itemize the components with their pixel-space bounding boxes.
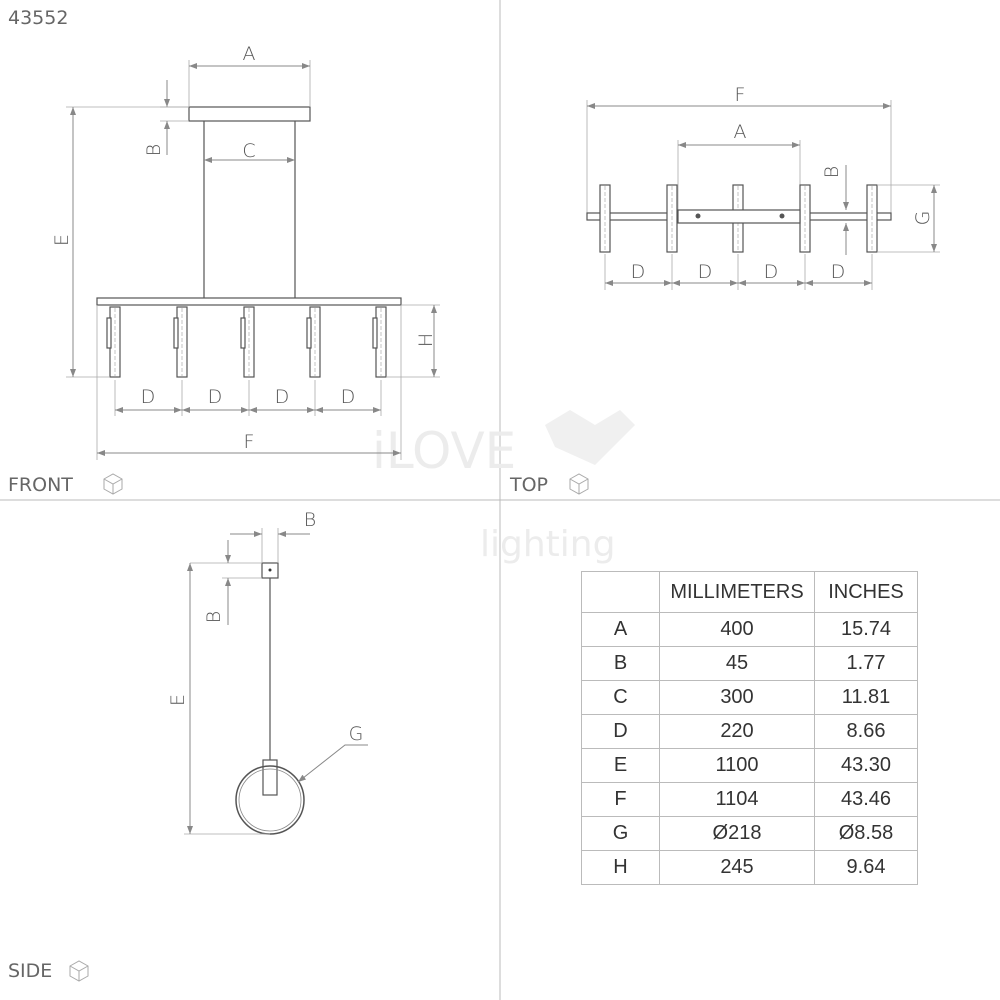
value-inches: 1.77 xyxy=(814,646,918,681)
view-label-front: FRONT xyxy=(8,474,73,496)
row-key: H xyxy=(581,850,660,885)
watermark-text: iLOVE xyxy=(372,422,516,480)
header-inches: INCHES xyxy=(814,571,918,613)
value-mm: 1104 xyxy=(659,782,815,817)
row-key: D xyxy=(581,714,660,749)
row-key: G xyxy=(581,816,660,851)
canopy xyxy=(188,106,311,122)
dim-label-d: D xyxy=(275,386,290,408)
dim-label-f: F xyxy=(735,84,746,106)
bar xyxy=(96,297,402,306)
dim-label-g: G xyxy=(912,211,934,226)
dim-label-h: H xyxy=(415,333,437,347)
dim-label-f: F xyxy=(244,431,255,453)
value-mm: 45 xyxy=(659,646,815,681)
value-mm: 1100 xyxy=(659,748,815,783)
dim-label-e: E xyxy=(51,234,73,246)
row-key: B xyxy=(581,646,660,681)
pendant-lamp xyxy=(372,306,387,378)
canopy xyxy=(677,209,801,224)
dim-label-e: E xyxy=(167,694,189,706)
cube-icon xyxy=(103,473,123,495)
pendant-lamp xyxy=(799,184,811,253)
lamp-socket xyxy=(262,759,278,796)
pendant-lamp xyxy=(866,184,878,253)
lamps xyxy=(106,306,387,416)
dim-label-g: G xyxy=(349,723,364,745)
value-mm: 400 xyxy=(659,612,815,647)
pendant-lamp xyxy=(599,184,611,253)
value-inches: 8.66 xyxy=(814,714,918,749)
value-mm: Ø218 xyxy=(659,816,815,851)
value-inches: Ø8.58 xyxy=(814,816,918,851)
dim-label-d: D xyxy=(341,386,356,408)
watermark-text: lighting xyxy=(480,524,615,565)
value-inches: 11.81 xyxy=(814,680,918,715)
value-inches: 43.30 xyxy=(814,748,918,783)
value-mm: 245 xyxy=(659,850,815,885)
dim-label-d: D xyxy=(631,261,646,283)
front-view: A B C E H D D D D F FRONT xyxy=(8,43,440,496)
header-millimeters: MILLIMETERS xyxy=(659,571,815,613)
view-label-top: TOP xyxy=(509,474,548,496)
pendant-lamp xyxy=(306,306,321,378)
dim-label-a: A xyxy=(734,121,747,143)
dim-label-a: A xyxy=(243,43,256,65)
dim-label-b: B xyxy=(143,144,165,156)
dim-label-d: D xyxy=(698,261,713,283)
dim-label-b: B xyxy=(304,509,316,531)
row-key: A xyxy=(581,612,660,647)
view-label-side: SIDE xyxy=(8,960,52,982)
dim-label-d: D xyxy=(141,386,156,408)
value-mm: 300 xyxy=(659,680,815,715)
row-key: E xyxy=(581,748,660,783)
cube-icon xyxy=(69,960,89,982)
top-view: F A B G D D D D TOP xyxy=(509,84,940,496)
cube-icon xyxy=(569,473,589,495)
pendant-lamp xyxy=(106,306,121,378)
pendant-lamp xyxy=(666,184,678,253)
pendant-lamp xyxy=(240,306,255,378)
dim-label-d: D xyxy=(764,261,779,283)
value-inches: 9.64 xyxy=(814,850,918,885)
dim-label-d: D xyxy=(208,386,223,408)
dim-label-b: B xyxy=(821,166,843,178)
side-view: B B E G SIDE xyxy=(8,509,368,982)
value-inches: 43.46 xyxy=(814,782,918,817)
row-key: C xyxy=(581,680,660,715)
dim-label-b: B xyxy=(203,611,225,623)
value-inches: 15.74 xyxy=(814,612,918,647)
product-code: 43552 xyxy=(8,7,68,29)
value-mm: 220 xyxy=(659,714,815,749)
dim-label-c: C xyxy=(242,140,255,162)
table-header: MILLIMETERS INCHES xyxy=(581,571,918,613)
row-key: F xyxy=(581,782,660,817)
pendant-lamp xyxy=(173,306,188,378)
watermark-logo: iLOVE lighting xyxy=(372,410,635,565)
dim-label-d: D xyxy=(831,261,846,283)
header-cell xyxy=(581,571,660,613)
